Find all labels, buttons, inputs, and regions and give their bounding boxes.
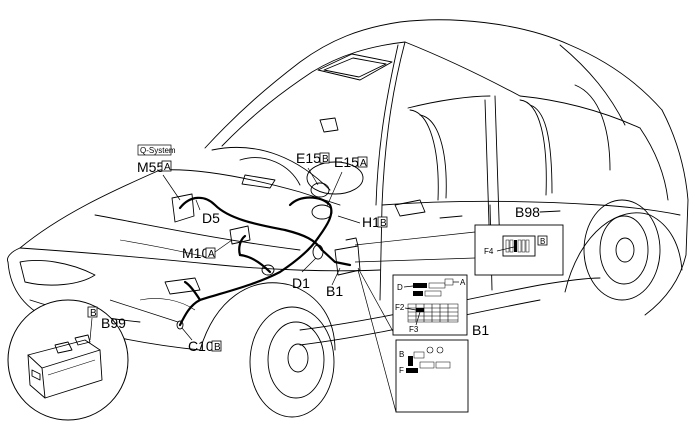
m10-variant: A <box>208 249 215 260</box>
e15a-variant: A <box>360 158 367 169</box>
b1-panel-title: B1 <box>472 322 489 338</box>
b1-upper-panel: D A F2 F3 <box>392 274 468 336</box>
h1-variant: B <box>380 218 387 229</box>
m55-label: M55 <box>137 159 164 175</box>
b1-fuse-block <box>407 303 459 323</box>
d1-label: D1 <box>292 275 310 291</box>
e15b-shape <box>310 182 330 198</box>
b1-a-label: A <box>460 278 466 287</box>
b1-lower-panel: B F <box>395 339 469 413</box>
b1-b-label: B <box>399 350 404 359</box>
d5-label: D5 <box>202 210 220 226</box>
m55-module-shape <box>171 193 195 223</box>
b98-panel-title: B98 <box>515 204 540 220</box>
m55-variant: A <box>164 162 171 173</box>
b98-variant-label: B <box>540 237 545 246</box>
b1-d-label: D <box>397 283 403 292</box>
b99-variant: B <box>90 308 97 319</box>
e15a-shape <box>311 204 333 220</box>
q-system-tag: Q-System <box>140 146 176 155</box>
b98-detail-panel: F4 B <box>474 224 564 276</box>
m10-label: M10 <box>182 245 209 261</box>
m10-shape <box>229 225 251 245</box>
h1-label: H1 <box>362 214 380 230</box>
grommet-shape <box>261 264 275 276</box>
b1-f3-label: F3 <box>409 325 419 334</box>
e15a-label: E15 <box>334 154 359 170</box>
b1-f2-label: F2 <box>395 303 405 312</box>
component-shapes <box>171 182 361 330</box>
wiring-harness <box>178 196 352 327</box>
e15b-variant: B <box>322 154 329 165</box>
b98-fuse-label: F4 <box>484 247 494 256</box>
e15b-label: E15 <box>296 150 321 166</box>
b99-label: B99 <box>101 315 126 331</box>
leader-lines <box>109 167 476 413</box>
b1-label: B1 <box>326 283 343 299</box>
b1-f-label: F <box>399 366 404 375</box>
b98-socket-shape <box>345 237 359 247</box>
c10-label: C10 <box>188 338 214 354</box>
c10-variant: B <box>214 342 221 353</box>
b1-shape <box>334 245 361 276</box>
d1-shape <box>312 244 324 260</box>
battery-inset <box>7 299 129 421</box>
b98-fuse-slots <box>505 239 530 253</box>
c10-shape <box>176 320 184 330</box>
